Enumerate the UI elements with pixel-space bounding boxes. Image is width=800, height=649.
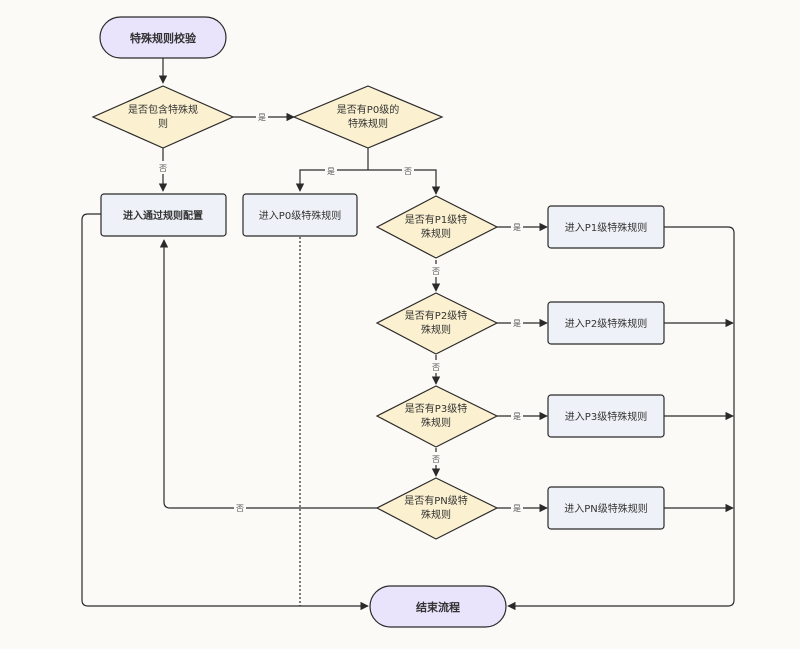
process-enter-p0[interactable]: 进入P0级特殊规则 — [242, 193, 358, 237]
decision-has-special-rule[interactable]: 是否包含特殊规 则 — [91, 85, 235, 149]
process-enter-p2[interactable]: 进入P2级特殊规则 — [547, 301, 665, 345]
decision-has-p2-line1: 是否有P2级特 — [405, 309, 467, 322]
decision-has-p3-line2: 殊规则 — [421, 416, 451, 429]
edge-enter-p1-to-end — [507, 226, 735, 611]
start-node[interactable]: 特殊规则校验 — [99, 16, 227, 59]
process-enter-p0-label: 进入P0级特殊规则 — [259, 209, 341, 222]
process-enter-pn-label: 进入PN级特殊规则 — [564, 502, 648, 515]
edge-general-to-end — [81, 213, 369, 611]
decision-has-p0-line1: 是否有P0级的 — [337, 103, 399, 116]
process-enter-p1-label: 进入P1级特殊规则 — [565, 221, 647, 234]
label-yes-enter-p3: 是 — [513, 412, 521, 421]
label-yes-enter-p0: 是 — [327, 167, 335, 176]
label-no-q-pn: 否 — [432, 455, 440, 464]
label-yes-enter-p1: 是 — [513, 223, 521, 232]
decision-has-pn-line1: 是否有PN级特 — [404, 494, 468, 507]
label-no-q-p3: 否 — [432, 363, 440, 372]
process-general-config-label: 进入通过规则配置 — [123, 209, 203, 222]
decision-has-p2[interactable]: 是否有P2级特 殊规则 — [375, 292, 499, 355]
decision-has-pn[interactable]: 是否有PN级特 殊规则 — [375, 477, 499, 540]
label-yes-p0: 是 — [258, 113, 266, 122]
edge-q-p0-to-enter-p0 — [295, 169, 368, 192]
decision-has-p2-line2: 殊规则 — [421, 323, 451, 336]
decision-has-p0[interactable]: 是否有P0级的 特殊规则 — [292, 85, 444, 149]
decision-has-special-rule-line1: 是否包含特殊规 — [128, 103, 198, 116]
label-yes-enter-p2: 是 — [513, 319, 521, 328]
decision-has-p3[interactable]: 是否有P3级特 殊规则 — [375, 385, 499, 448]
label-no-back-to-general: 否 — [236, 504, 244, 513]
process-enter-p3[interactable]: 进入P3级特殊规则 — [547, 394, 665, 438]
process-enter-pn[interactable]: 进入PN级特殊规则 — [547, 486, 665, 530]
decision-has-p1-line2: 殊规则 — [421, 227, 451, 240]
process-enter-p3-label: 进入P3级特殊规则 — [565, 410, 647, 423]
label-no-q-p2: 否 — [432, 267, 440, 276]
process-enter-p2-label: 进入P2级特殊规则 — [565, 317, 647, 330]
end-node[interactable]: 结束流程 — [369, 585, 507, 628]
decision-has-special-rule-line2: 则 — [158, 117, 168, 130]
edge-labels: 是 否 是 否 否 否 否 是 是 是 是 否 — [157, 110, 523, 514]
label-no-general: 否 — [159, 164, 167, 173]
end-node-label: 结束流程 — [415, 600, 460, 614]
process-general-config[interactable]: 进入通过规则配置 — [100, 193, 227, 237]
decision-has-p0-line2: 特殊规则 — [348, 117, 388, 130]
process-enter-p1[interactable]: 进入P1级特殊规则 — [547, 205, 665, 249]
label-yes-enter-pn: 是 — [513, 504, 521, 513]
start-node-label: 特殊规则校验 — [130, 31, 197, 45]
decision-has-pn-line2: 殊规则 — [421, 508, 451, 521]
label-no-q-p1: 否 — [404, 167, 412, 176]
decision-has-p3-line1: 是否有P3级特 — [405, 402, 467, 415]
edge-q-p0-to-q-p1 — [368, 169, 441, 195]
edge-q-pn-to-general — [159, 239, 377, 509]
decision-has-p1[interactable]: 是否有P1级特 殊规则 — [375, 195, 499, 259]
decision-has-p1-line1: 是否有P1级特 — [405, 213, 467, 226]
